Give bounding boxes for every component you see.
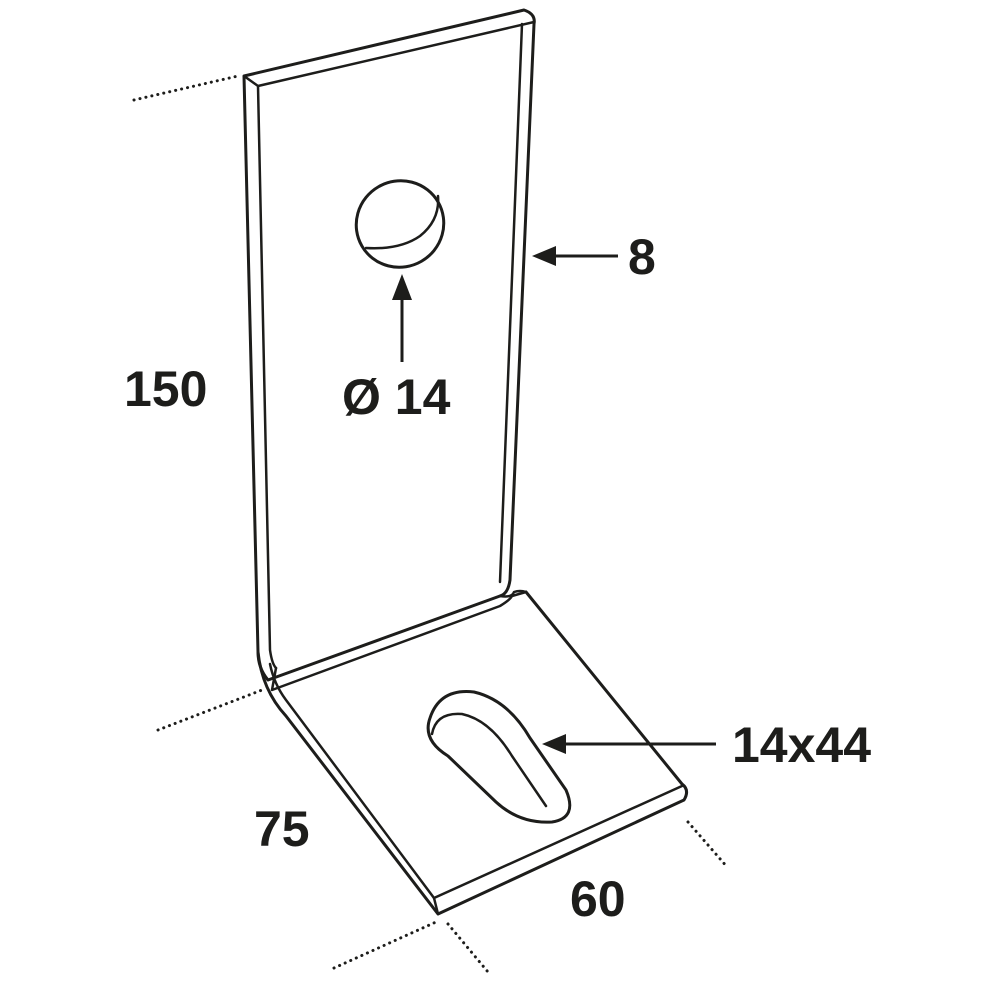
round-hole-outer xyxy=(354,179,446,269)
width-label: 60 xyxy=(570,871,626,927)
extension-line-bend xyxy=(156,688,264,732)
extension-line-top xyxy=(132,74,240,102)
thickness-label: 8 xyxy=(628,229,656,285)
hole-diameter-label: Ø 14 xyxy=(342,369,451,425)
hole-arrowhead xyxy=(392,274,412,300)
base-plate-front-edge xyxy=(432,896,440,916)
extension-line-base-right-upper xyxy=(686,820,730,870)
slot-size-label: 14x44 xyxy=(732,717,871,773)
extension-line-base-front xyxy=(332,920,438,970)
vertical-plate-right-inner-edge xyxy=(498,22,524,584)
base-plate-outline xyxy=(256,590,689,916)
vertical-plate-thickness-edge xyxy=(242,74,278,670)
extension-line-base-right-lower xyxy=(446,922,490,974)
round-hole-inner-wall xyxy=(364,194,440,250)
thickness-arrowhead xyxy=(532,246,556,266)
bend-inner-curve xyxy=(498,589,528,598)
base-plate-back-edge xyxy=(270,590,528,692)
base-depth-label: 75 xyxy=(254,801,310,857)
height-label: 150 xyxy=(124,361,207,417)
slot-outer xyxy=(426,690,572,824)
vertical-plate-top-edge xyxy=(256,20,536,88)
slot-inner-wall xyxy=(430,712,548,808)
vertical-plate-outline xyxy=(242,8,536,682)
slot-arrowhead xyxy=(542,734,566,754)
